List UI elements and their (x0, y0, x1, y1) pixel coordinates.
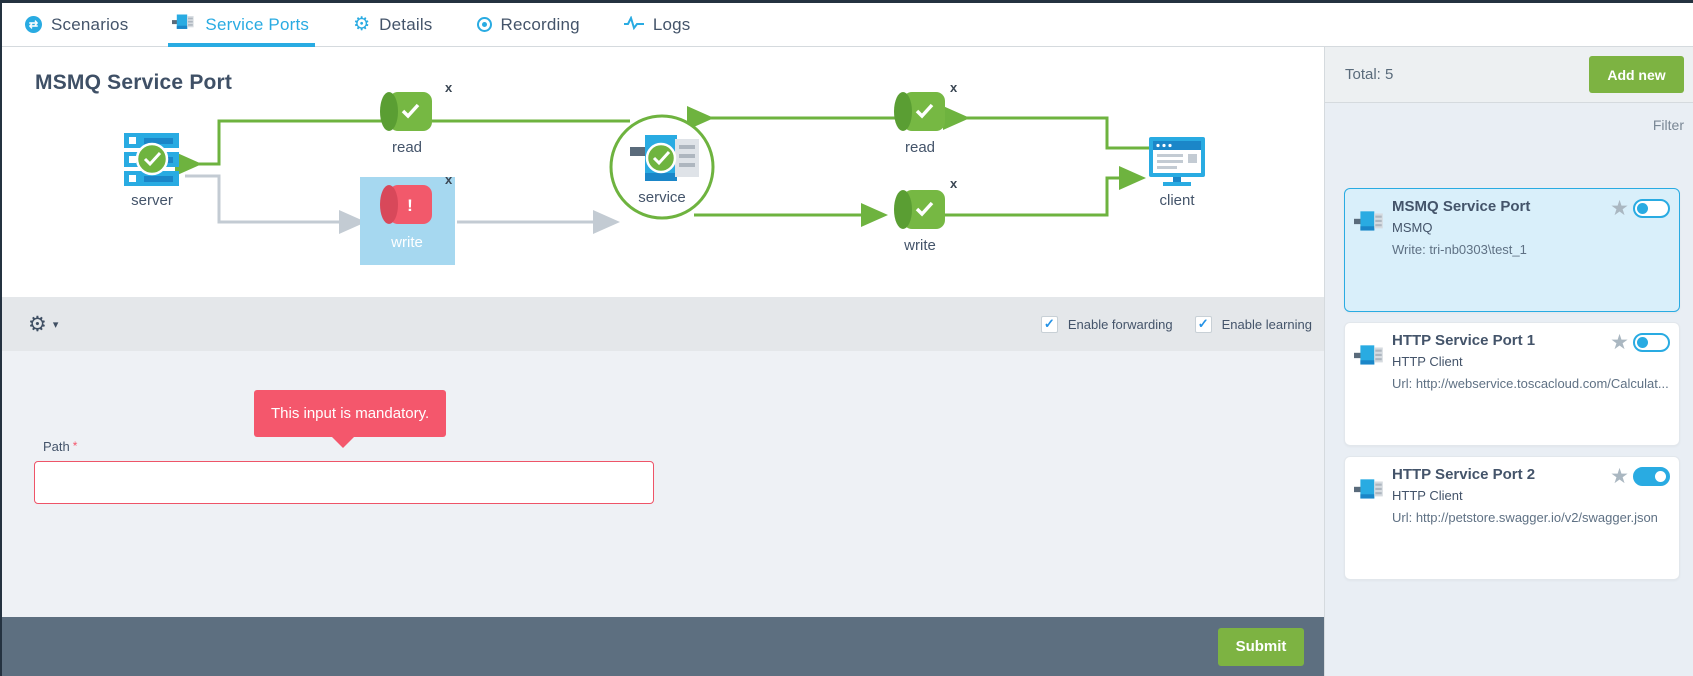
required-asterisk: * (72, 439, 78, 453)
plug-icon (1354, 208, 1386, 241)
enable-learning-checkbox[interactable]: ✓ (1194, 315, 1212, 333)
flow-write-to-client (945, 166, 1146, 217)
tab-service-ports[interactable]: Service Ports (168, 3, 315, 47)
chevron-down-icon: ▾ (52, 318, 59, 331)
settings-toolbar: ⚙ ▾ ✓ Enable forwarding ✓ Enable learnin… (2, 297, 1324, 351)
sidebar-header: Total: 5 Add new (1325, 47, 1693, 103)
enable-forwarding-label: Enable forwarding (1067, 316, 1173, 332)
tab-logs[interactable]: Logs (623, 3, 691, 47)
flow-client-to-read (943, 106, 1149, 150)
toolbar-options: ✓ Enable forwarding ✓ Enable learning (1040, 315, 1324, 333)
gear-icon: ⚙ (28, 312, 47, 336)
tab-label: Details (379, 14, 433, 34)
read-left-close[interactable]: x (445, 80, 453, 95)
tab-label: Logs (652, 14, 691, 34)
port-enabled-toggle[interactable] (1633, 467, 1670, 486)
main-panel: MSMQ Service Port (2, 47, 1324, 676)
card-title: MSMQ Service Port (1392, 198, 1531, 215)
enable-learning-option: ✓ Enable learning (1194, 315, 1312, 333)
form-footer: Submit (2, 617, 1324, 676)
tab-label: Service Ports (205, 14, 310, 34)
flow-server-to-write-gray (185, 174, 366, 234)
client-label: client (1159, 192, 1195, 209)
gear-icon: ⚙ (353, 14, 371, 35)
card-detail: Write: tri-nb0303\test_1 (1392, 242, 1527, 257)
tab-label: Recording (500, 14, 580, 34)
tab-recording[interactable]: Recording (476, 3, 580, 47)
path-field-label: Path* (43, 439, 77, 454)
page-title: MSMQ Service Port (35, 71, 233, 94)
plug-icon (172, 12, 196, 38)
card-subtitle: HTTP Client (1392, 488, 1463, 503)
card-subtitle: MSMQ (1392, 220, 1433, 235)
enable-forwarding-checkbox[interactable]: ✓ (1040, 315, 1058, 333)
write-queue-left-error[interactable]: ! (380, 185, 432, 224)
flow-diagram-canvas: server x read ! x write (124, 80, 1205, 265)
tab-label: Scenarios (51, 14, 129, 34)
service-port-list-sidebar: Total: 5 Add new Filter MSMQ Service Por… (1324, 47, 1693, 676)
write-left-label: write (390, 234, 423, 251)
path-input[interactable] (34, 461, 654, 504)
toggle-knob (1637, 203, 1648, 214)
submit-button[interactable]: Submit (1218, 627, 1304, 666)
service-port-card[interactable]: MSMQ Service Port MSMQ Write: tri-nb0303… (1344, 188, 1680, 312)
read-right-label: read (905, 139, 935, 156)
toggle-knob (1637, 337, 1648, 348)
read-left-label: read (392, 139, 422, 156)
enable-learning-label: Enable learning (1221, 316, 1312, 332)
pulse-icon (623, 14, 644, 35)
total-count: Total: 5 (1345, 66, 1394, 83)
filter-link[interactable]: Filter (1652, 117, 1684, 133)
tab-scenarios[interactable]: ⇄ Scenarios (25, 3, 128, 47)
client-icon (1149, 137, 1205, 186)
service-port-card[interactable]: HTTP Service Port 2 HTTP Client Url: htt… (1344, 456, 1680, 580)
service-port-diagram: MSMQ Service Port (2, 47, 1324, 297)
plug-icon (1354, 342, 1386, 375)
favorite-star-icon[interactable]: ★ (1610, 331, 1629, 354)
toggle-knob (1655, 471, 1666, 482)
settings-gear-dropdown[interactable]: ⚙ ▾ (28, 314, 58, 335)
port-enabled-toggle[interactable] (1633, 333, 1670, 352)
plug-icon (1354, 476, 1386, 509)
write-left-close[interactable]: x (445, 172, 453, 187)
server-label: server (131, 192, 173, 209)
validation-tooltip: This input is mandatory. (254, 390, 447, 448)
write-right-close[interactable]: x (950, 176, 958, 191)
add-new-button[interactable]: Add new (1589, 56, 1684, 93)
card-detail: Url: http://webservice.toscacloud.com/Ca… (1392, 376, 1669, 391)
service-label: service (638, 189, 686, 206)
record-icon (476, 17, 492, 32)
server-icon (124, 133, 179, 186)
swap-arrows-icon: ⇄ (25, 16, 42, 33)
favorite-star-icon[interactable]: ★ (1610, 197, 1629, 220)
read-queue-right[interactable] (894, 92, 945, 131)
card-detail: Url: http://petstore.swagger.io/v2/swagg… (1392, 510, 1658, 525)
svg-text:!: ! (407, 196, 413, 215)
card-title: HTTP Service Port 1 (1392, 332, 1536, 349)
service-port-card[interactable]: HTTP Service Port 1 HTTP Client Url: htt… (1344, 322, 1680, 446)
write-right-label: write (903, 237, 936, 254)
card-title: HTTP Service Port 2 (1392, 466, 1536, 483)
read-queue-left[interactable] (380, 92, 432, 131)
port-enabled-toggle[interactable] (1633, 199, 1670, 218)
config-form: This input is mandatory. Path* (2, 351, 1324, 617)
card-subtitle: HTTP Client (1392, 354, 1463, 369)
read-right-close[interactable]: x (950, 80, 958, 95)
service-node[interactable] (609, 114, 715, 220)
write-queue-right[interactable] (894, 190, 945, 229)
favorite-star-icon[interactable]: ★ (1610, 465, 1629, 488)
enable-forwarding-option: ✓ Enable forwarding (1040, 315, 1173, 333)
top-nav: ⇄ Scenarios Service Ports ⚙ Details Reco… (2, 3, 1693, 47)
path-label-text: Path (43, 439, 70, 454)
tab-details[interactable]: ⚙ Details (353, 3, 432, 47)
